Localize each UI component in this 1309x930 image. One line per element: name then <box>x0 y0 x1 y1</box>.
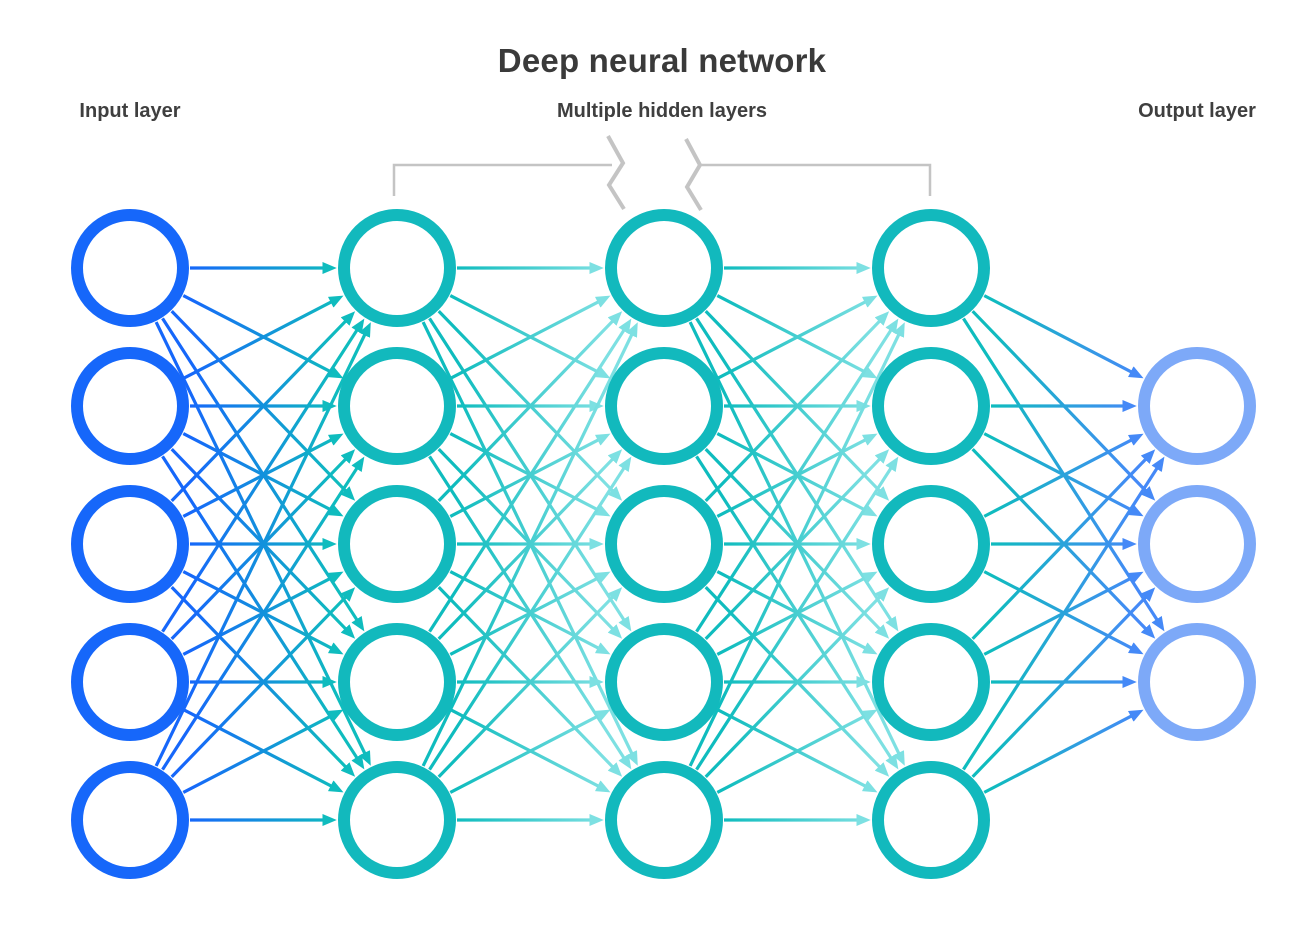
connection-arrow <box>983 570 1144 655</box>
node-hidden-2-5 <box>605 761 723 879</box>
connection-arrow <box>704 586 890 777</box>
node-input-2 <box>71 347 189 465</box>
bracket-break-mark <box>684 138 703 212</box>
connection-arrow <box>170 311 356 502</box>
connection-arrow <box>695 455 899 770</box>
connection-arrow <box>704 448 890 639</box>
bracket-left-segment <box>392 163 612 196</box>
connection-arrow <box>716 571 878 656</box>
connection-arrow <box>983 709 1144 794</box>
node-hidden-2-4 <box>605 623 723 741</box>
nodes-group <box>71 209 1256 879</box>
input-layer-label: Input layer <box>79 100 181 122</box>
connection-arrow <box>695 317 899 632</box>
node-hidden-1-2 <box>338 347 456 465</box>
connection-arrow <box>437 310 623 501</box>
node-hidden-2-3 <box>605 485 723 603</box>
connection-arrow <box>428 456 632 771</box>
connection-arrow <box>161 317 365 632</box>
connection-arrow <box>983 433 1144 518</box>
node-output-3 <box>1138 623 1256 741</box>
connection-arrow <box>449 571 611 656</box>
connection-arrow <box>983 432 1144 517</box>
connection-arrow <box>983 571 1144 656</box>
connection-arrow <box>170 587 356 778</box>
connections-group <box>154 261 1165 827</box>
connection-arrow <box>170 310 356 501</box>
node-hidden-2-2 <box>605 347 723 465</box>
connection-arrow <box>716 708 878 793</box>
connection-arrow <box>437 449 623 640</box>
node-hidden-1-5 <box>338 761 456 879</box>
connection-arrow <box>437 587 623 778</box>
connection-arrow <box>971 448 1156 639</box>
connection-arrow <box>421 322 638 767</box>
node-hidden-3-4 <box>872 623 990 741</box>
connection-arrow <box>161 318 365 633</box>
connection-arrow <box>161 456 365 771</box>
connection-arrow <box>170 586 356 777</box>
output-layer-label: Output layer <box>1138 100 1256 122</box>
connection-arrow <box>182 708 344 793</box>
connection-arrow <box>704 311 890 502</box>
connection-arrow <box>704 587 890 778</box>
connection-arrow <box>688 322 905 767</box>
node-hidden-3-3 <box>872 485 990 603</box>
connection-arrow <box>962 456 1165 771</box>
connection-arrow <box>449 295 611 380</box>
node-input-1 <box>71 209 189 327</box>
node-input-5 <box>71 761 189 879</box>
connection-arrow <box>449 708 611 793</box>
connection-arrow <box>704 310 890 501</box>
node-input-4 <box>71 623 189 741</box>
node-input-3 <box>71 485 189 603</box>
connection-arrow <box>170 448 356 639</box>
connection-arrow <box>971 587 1156 778</box>
connection-arrow <box>428 455 632 770</box>
connection-arrow <box>182 295 344 380</box>
connection-arrow <box>695 318 899 633</box>
connection-arrow <box>716 709 878 794</box>
connection-arrow <box>161 455 365 770</box>
bracket-break-mark <box>606 135 626 211</box>
node-hidden-2-1 <box>605 209 723 327</box>
connection-arrow <box>971 449 1156 640</box>
connection-arrow <box>428 317 632 632</box>
connection-arrow <box>428 318 632 633</box>
connection-arrow <box>704 449 890 640</box>
node-hidden-3-5 <box>872 761 990 879</box>
connection-arrow <box>170 449 356 640</box>
node-hidden-3-2 <box>872 347 990 465</box>
connection-arrow <box>154 322 371 767</box>
node-output-1 <box>1138 347 1256 465</box>
node-hidden-3-1 <box>872 209 990 327</box>
node-output-2 <box>1138 485 1256 603</box>
connection-arrow <box>437 448 623 639</box>
connection-arrow <box>716 295 878 380</box>
connection-arrow <box>449 709 611 794</box>
connection-arrow <box>437 586 623 777</box>
connection-arrow <box>182 571 344 656</box>
diagram-title: Deep neural network <box>497 42 827 79</box>
connection-arrow <box>182 709 344 794</box>
hidden-layers-bracket <box>392 135 932 212</box>
connection-arrow <box>962 317 1165 632</box>
node-hidden-1-3 <box>338 485 456 603</box>
connection-arrow <box>971 310 1156 501</box>
hidden-layers-label: Multiple hidden layers <box>556 100 768 122</box>
node-hidden-1-1 <box>338 209 456 327</box>
connection-arrow <box>695 456 899 771</box>
connection-arrow <box>437 311 623 502</box>
node-hidden-1-4 <box>338 623 456 741</box>
connection-arrow <box>983 294 1144 379</box>
bracket-right-segment <box>700 163 932 196</box>
